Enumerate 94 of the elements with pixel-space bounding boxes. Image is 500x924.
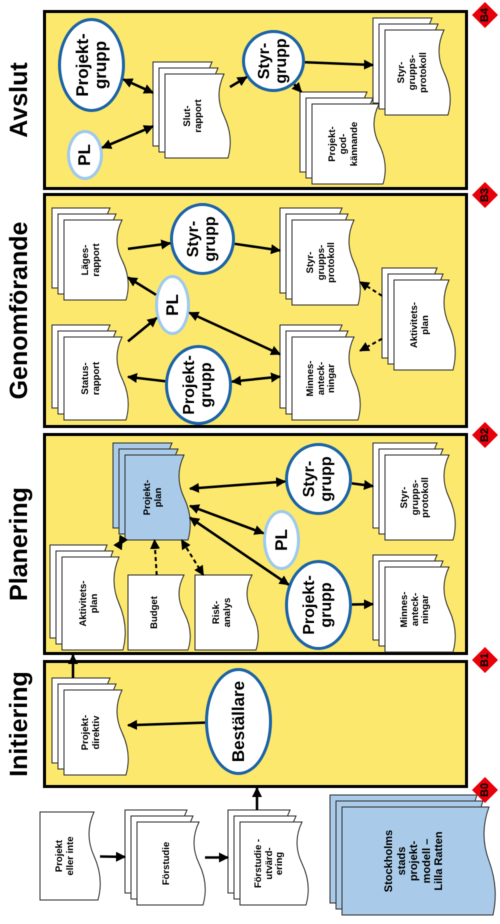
phase-title: Initiering xyxy=(4,670,34,779)
role-label: Beställare xyxy=(230,680,248,762)
document-stack xyxy=(52,325,128,420)
arrow xyxy=(127,316,158,342)
phase-title: Avslut xyxy=(4,61,34,140)
arrow xyxy=(127,276,157,296)
milestone-diamond xyxy=(472,182,498,208)
arrow xyxy=(68,654,78,678)
document-stack xyxy=(50,545,125,650)
arrow xyxy=(189,516,290,586)
document-stack xyxy=(382,268,455,370)
role-ellipse xyxy=(155,275,190,335)
document-label: Slut- rapport xyxy=(182,98,204,135)
document-stack xyxy=(228,810,308,905)
arrow xyxy=(292,82,302,93)
document-label: Styr- grupps- protokoll xyxy=(397,51,430,95)
document-stack xyxy=(280,325,360,420)
arrow xyxy=(352,480,374,490)
phase-title: Genomförande xyxy=(4,220,34,402)
document-stack xyxy=(153,62,230,158)
role-label: Styr- grupp xyxy=(186,215,220,264)
document-stack xyxy=(373,18,450,115)
document-stack xyxy=(300,92,385,184)
role-label: Projekt- grupp xyxy=(182,354,216,417)
document-label: Risk- analys xyxy=(212,596,234,630)
arrow xyxy=(188,312,281,356)
role-ellipse xyxy=(263,510,300,570)
document-label: Aktivitets- plan xyxy=(410,301,432,350)
arrow xyxy=(189,504,264,535)
arrow xyxy=(252,787,262,810)
document-label: Minnes- anteck- ningar xyxy=(306,360,338,398)
role-label: Projekt- grupp xyxy=(302,574,336,637)
arrow xyxy=(122,78,154,94)
document-label: Projekt- direktiv xyxy=(81,714,103,752)
role-ellipse xyxy=(285,560,352,650)
milestone-label: B2 xyxy=(478,426,492,444)
document-stack xyxy=(113,443,190,540)
role-ellipse xyxy=(67,130,103,180)
milestone-diamond xyxy=(472,422,498,448)
document-label: Projekt eller inte xyxy=(55,835,77,878)
document-label: Aktivitets- plan xyxy=(78,580,100,628)
dashed-arrow xyxy=(113,534,128,550)
document-label: Projekt- god- kännande xyxy=(328,120,361,168)
document-label: Styr- grupps- protokoll xyxy=(400,476,432,520)
phase-title: Planering xyxy=(4,486,34,603)
arrow xyxy=(229,76,248,88)
document-label: Förstudie xyxy=(162,842,172,886)
role-label: PL xyxy=(76,144,94,166)
milestone-label: B1 xyxy=(478,652,492,670)
arrow xyxy=(101,125,154,149)
arrow xyxy=(230,372,281,386)
role-label: PL xyxy=(272,529,290,551)
document-stack xyxy=(330,795,495,915)
document-stack xyxy=(52,208,128,300)
milestone-label: B3 xyxy=(478,186,492,204)
milestone-diamond xyxy=(472,2,498,28)
document-label: Förstudie -utvärd- ering xyxy=(254,838,286,890)
milestone-label: B0 xyxy=(478,782,492,800)
document-label: Minnes- anteck- ningar xyxy=(400,590,432,630)
arrow xyxy=(100,852,126,862)
arrow xyxy=(128,240,172,250)
document-shape xyxy=(128,575,190,650)
dashed-arrow xyxy=(359,338,382,352)
arrow xyxy=(234,242,281,254)
milestone-diamond xyxy=(472,647,498,673)
role-ellipse xyxy=(242,30,305,92)
document-label: Styr- grupps- protokoll xyxy=(306,241,338,285)
document-stack xyxy=(280,208,360,305)
document-label: Projekt- plan xyxy=(142,478,164,518)
arrow xyxy=(352,599,374,610)
document-label: Stockholms stads projekt- modell – Lilla Ratten xyxy=(382,828,446,894)
dashed-arrow xyxy=(150,539,160,576)
dashed-arrow xyxy=(180,539,204,576)
dashed-arrow xyxy=(359,281,383,297)
document-label: Läges- rapport xyxy=(81,242,103,279)
document-label: Budget xyxy=(150,596,160,629)
milestone-diamond xyxy=(472,777,498,803)
arrow xyxy=(127,372,166,383)
arrow xyxy=(127,720,206,730)
milestone-label: B4 xyxy=(478,6,492,24)
arrow xyxy=(189,477,286,493)
document-shape xyxy=(195,575,258,650)
document-shape xyxy=(40,812,100,900)
role-label: Styr- grupp xyxy=(302,455,336,504)
arrow xyxy=(304,60,374,70)
document-stack xyxy=(373,555,455,652)
document-label: Status- rapport xyxy=(81,360,103,398)
document-stack xyxy=(52,678,128,775)
role-label: Styr- grupp xyxy=(256,37,290,86)
role-label: PL xyxy=(164,294,182,316)
document-stack xyxy=(373,443,455,540)
document-stack xyxy=(125,810,205,905)
arrow xyxy=(205,852,229,862)
role-label: Projekt- grupp xyxy=(74,32,110,99)
